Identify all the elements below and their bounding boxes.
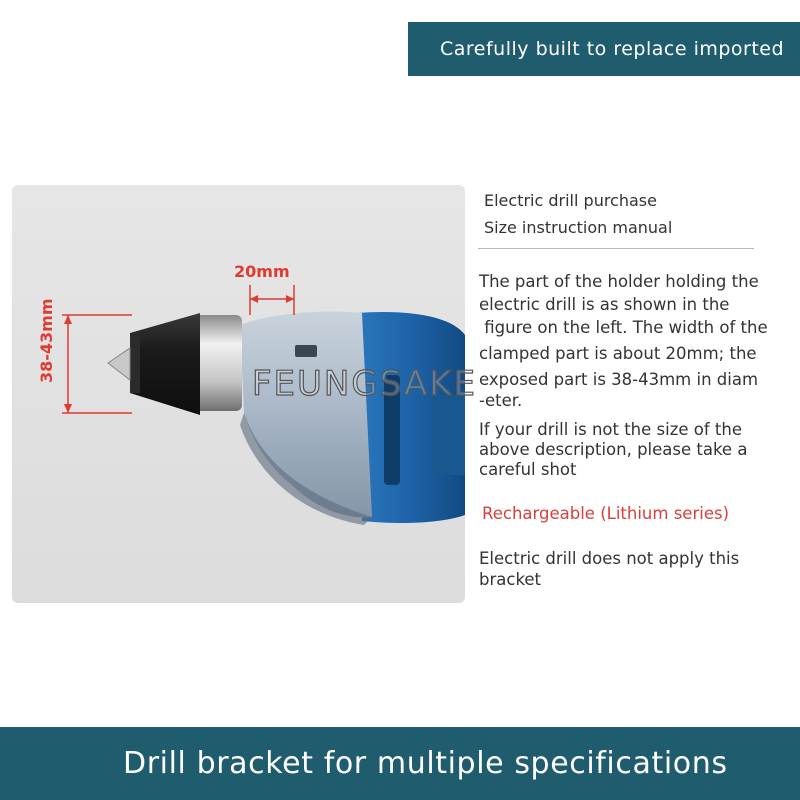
drill-housing	[240, 311, 372, 518]
desc-line-6: -eter.	[479, 391, 523, 410]
bottom-banner: Drill bracket for multiple specification…	[0, 727, 800, 800]
heading-line-2: Size instruction manual	[484, 218, 673, 237]
desc-line-2: electric drill is as shown in the	[479, 295, 730, 314]
not-apply-line-2: bracket	[479, 570, 542, 589]
chuck-tip	[107, 347, 131, 382]
watermark: FEUNGSAKE	[251, 363, 477, 404]
desc-line-3: figure on the left. The width of the	[479, 318, 768, 337]
desc-line-4: clamped part is about 20mm; the	[479, 344, 757, 363]
chuck	[130, 313, 200, 415]
desc-line-5: exposed part is 38-43mm in diam	[479, 370, 759, 389]
drill-button	[295, 345, 317, 357]
desc-line-1: The part of the holder holding the	[479, 272, 759, 291]
note-line-3: careful shot	[479, 460, 577, 479]
not-apply-line-1: Electric drill does not apply this	[479, 549, 740, 568]
bottom-banner-text: Drill bracket for multiple specification…	[123, 746, 728, 781]
top-banner-text: Carefully built to replace imported	[440, 38, 785, 60]
drill-photo: 20mm 38-43mm	[12, 185, 465, 603]
dim-diameter-label: 38-43mm	[37, 298, 56, 383]
dim-width-label: 20mm	[234, 262, 290, 281]
heading-line-1: Electric drill purchase	[484, 191, 657, 210]
drill-vent	[384, 375, 400, 485]
chuck-collar	[194, 315, 242, 411]
top-banner: Carefully built to replace imported	[408, 22, 800, 76]
drill-illustration: 20mm 38-43mm	[37, 262, 465, 525]
note-line-1: If your drill is not the size of the	[479, 420, 743, 439]
note-line-2: above description, please take a	[479, 440, 748, 459]
rechargeable-label: Rechargeable (Lithium series)	[482, 504, 730, 523]
divider	[478, 248, 754, 249]
